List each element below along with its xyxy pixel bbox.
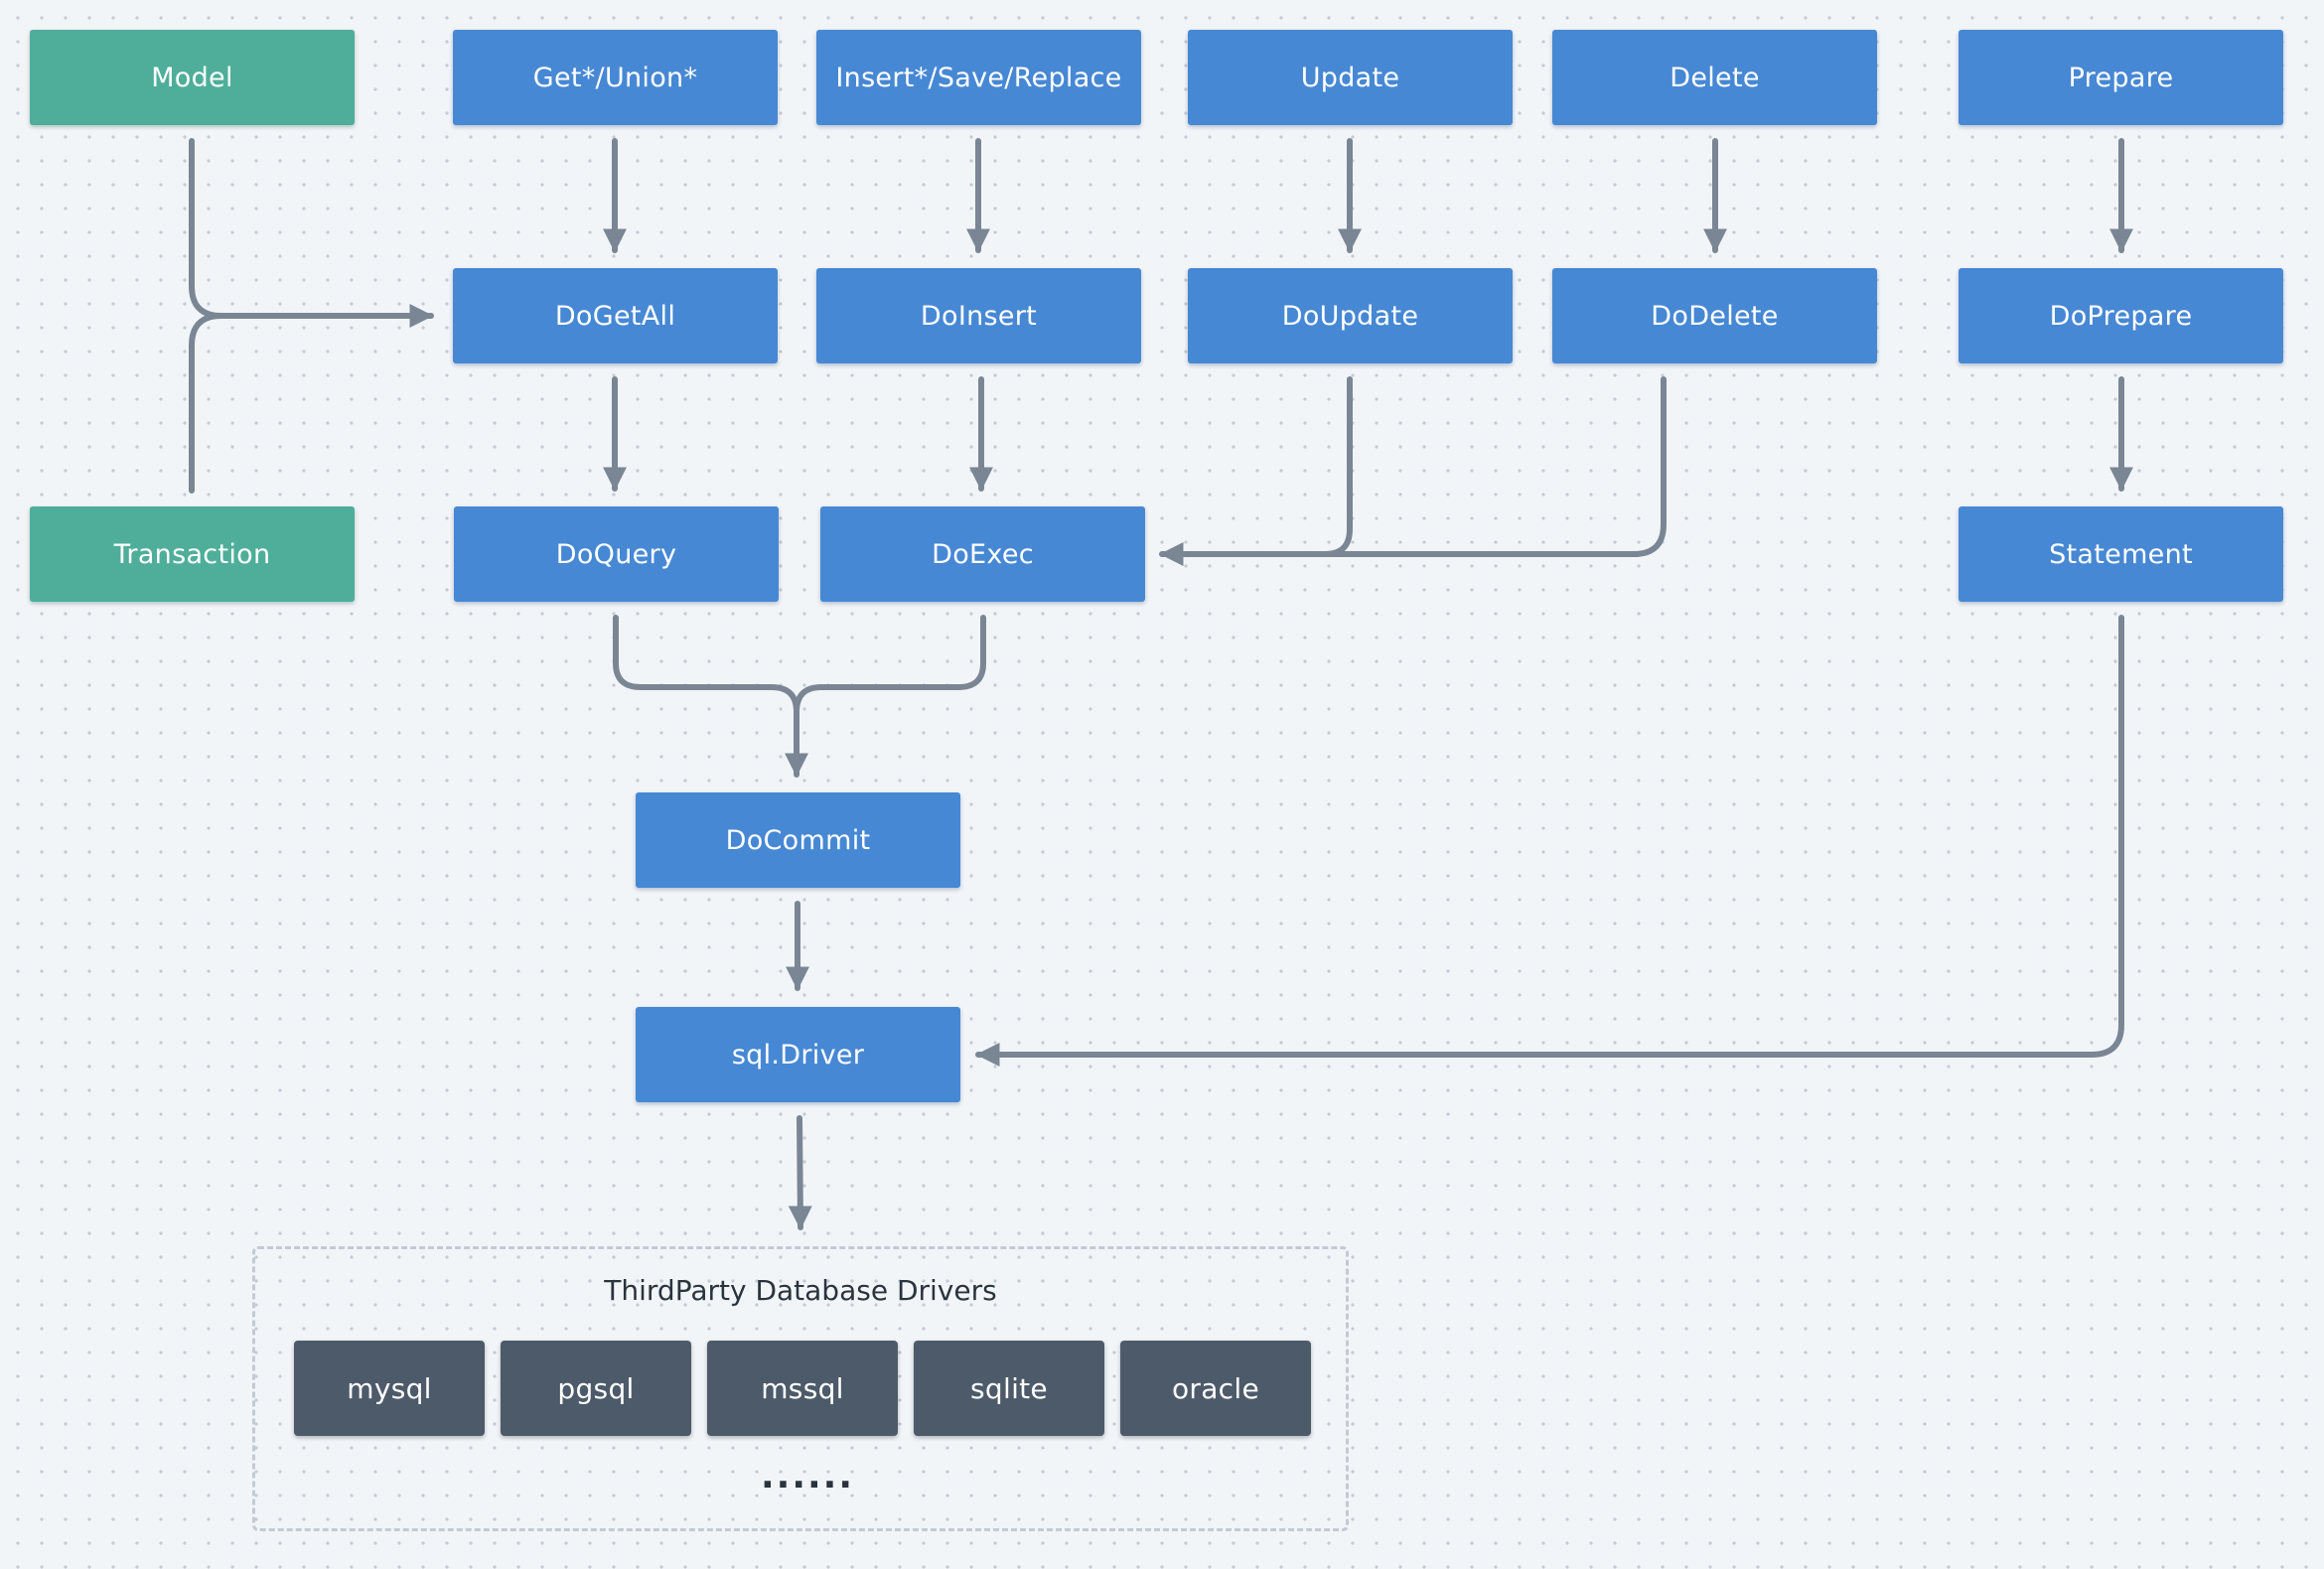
edge-model-to-dogetall [189,138,434,328]
driver-group-frame [252,1246,1349,1531]
edge-transaction-to-dogetall [189,313,224,494]
driver-oracle: oracle [1120,1341,1311,1436]
node-do-get-all: DoGetAll [453,268,778,363]
edge-doexec-to-docommit [794,615,986,715]
driver-mssql: mssql [707,1341,898,1436]
node-get-union: Get*/Union* [453,30,778,125]
driver-group-more-ellipsis: ...... [760,1456,855,1497]
edge-doupdate-to-doexec [1322,376,1353,557]
node-sql-driver: sql.Driver [636,1007,960,1102]
driver-sqlite: sqlite [914,1341,1104,1436]
edge-sqldriver-to-drivers [788,1115,812,1230]
node-do-insert: DoInsert [816,268,1141,363]
node-do-update: DoUpdate [1188,268,1513,363]
node-do-exec: DoExec [820,506,1145,602]
node-do-delete: DoDelete [1552,268,1877,363]
driver-pgsql: pgsql [501,1341,691,1436]
node-do-prepare: DoPrepare [1959,268,2283,363]
node-model: Model [30,30,355,125]
node-insert-save-replace: Insert*/Save/Replace [816,30,1141,125]
node-statement: Statement [1959,506,2283,602]
edge-doquery-to-docommit [613,615,808,778]
node-delete: Delete [1552,30,1877,125]
node-do-query: DoQuery [454,506,779,602]
node-do-commit: DoCommit [636,792,960,888]
driver-mysql: mysql [294,1341,485,1436]
node-prepare: Prepare [1959,30,2283,125]
node-transaction: Transaction [30,506,355,602]
node-update: Update [1188,30,1513,125]
edge-dodelete-to-doexec [1159,376,1667,566]
edge-statement-to-sqldriver [975,615,2124,1067]
driver-group-title: ThirdParty Database Drivers [604,1274,997,1307]
